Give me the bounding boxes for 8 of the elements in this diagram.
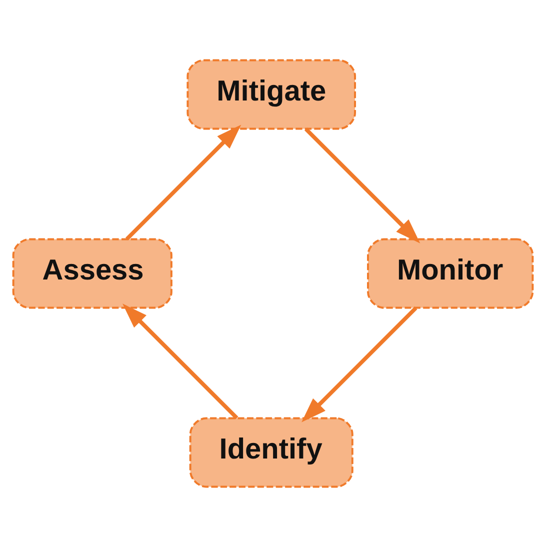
arrow	[122, 303, 238, 419]
arrow	[125, 124, 242, 240]
node-box: Mitigate	[186, 58, 356, 130]
node-box: Monitor	[367, 238, 534, 308]
arrow	[304, 127, 420, 243]
node-box: Assess	[12, 238, 172, 308]
arrow	[302, 306, 418, 422]
node-box: Identify	[189, 416, 354, 488]
